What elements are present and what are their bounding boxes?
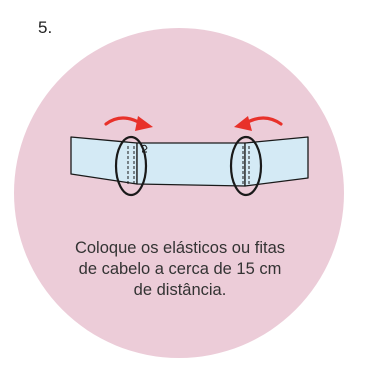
curved-arrow-right-icon (104, 116, 153, 131)
instruction-text: Coloque os elásticos ou fitas de cabelo … (40, 238, 320, 301)
step-number: 5. (38, 18, 53, 37)
hair-tie-left-icon (114, 135, 148, 197)
instruction-line: de distância. (133, 281, 227, 299)
instruction-line: de cabelo a cerca de 15 cm (78, 260, 282, 278)
background-circle (14, 28, 344, 358)
curved-arrow-left-icon (234, 116, 283, 131)
fabric-band-icon (70, 136, 309, 187)
hair-tie-right-icon (229, 135, 263, 197)
instruction-line: Coloque os elásticos ou fitas (74, 239, 286, 257)
